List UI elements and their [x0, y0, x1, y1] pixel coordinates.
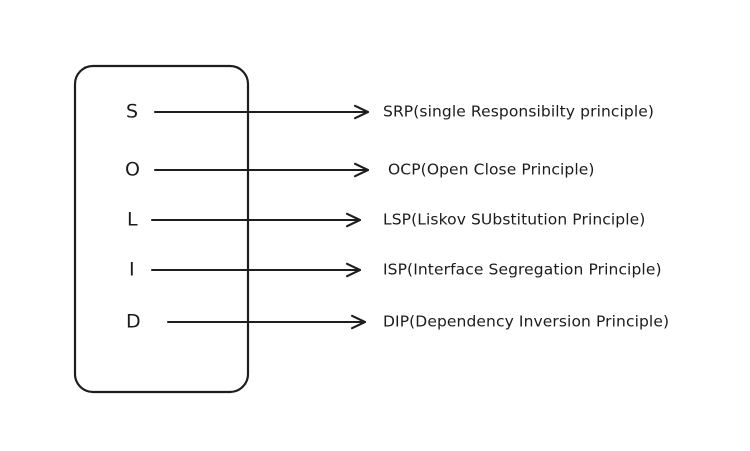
solid-acronym-container	[73, 64, 250, 394]
arrow-l	[150, 212, 362, 228]
arrow-head	[353, 162, 370, 178]
arrow-head	[345, 262, 362, 278]
acronym-letter-l: L	[127, 208, 139, 231]
principle-label-o: OCP(Open Close Principle)	[388, 160, 595, 179]
arrow-o	[153, 162, 370, 178]
principle-label-s: SRP(single Responsibilty principle)	[383, 102, 655, 121]
arrow-i	[150, 262, 362, 278]
principle-label-l: LSP(Liskov SUbstitution Principle)	[383, 210, 646, 229]
acronym-letter-i: I	[129, 258, 136, 281]
container-outline	[73, 64, 250, 394]
arrow-s	[153, 104, 370, 120]
arrow-head	[353, 104, 370, 120]
acronym-letter-s: S	[126, 100, 139, 123]
arrow-head	[345, 212, 362, 228]
arrow-head	[350, 314, 367, 330]
principle-label-i: ISP(Interface Segregation Principle)	[383, 260, 662, 279]
principle-label-d: DIP(Dependency Inversion Principle)	[383, 312, 670, 331]
arrow-group	[150, 104, 370, 330]
acronym-letter-d: D	[126, 310, 142, 333]
arrow-d	[166, 314, 367, 330]
acronym-letter-o: O	[125, 158, 141, 181]
